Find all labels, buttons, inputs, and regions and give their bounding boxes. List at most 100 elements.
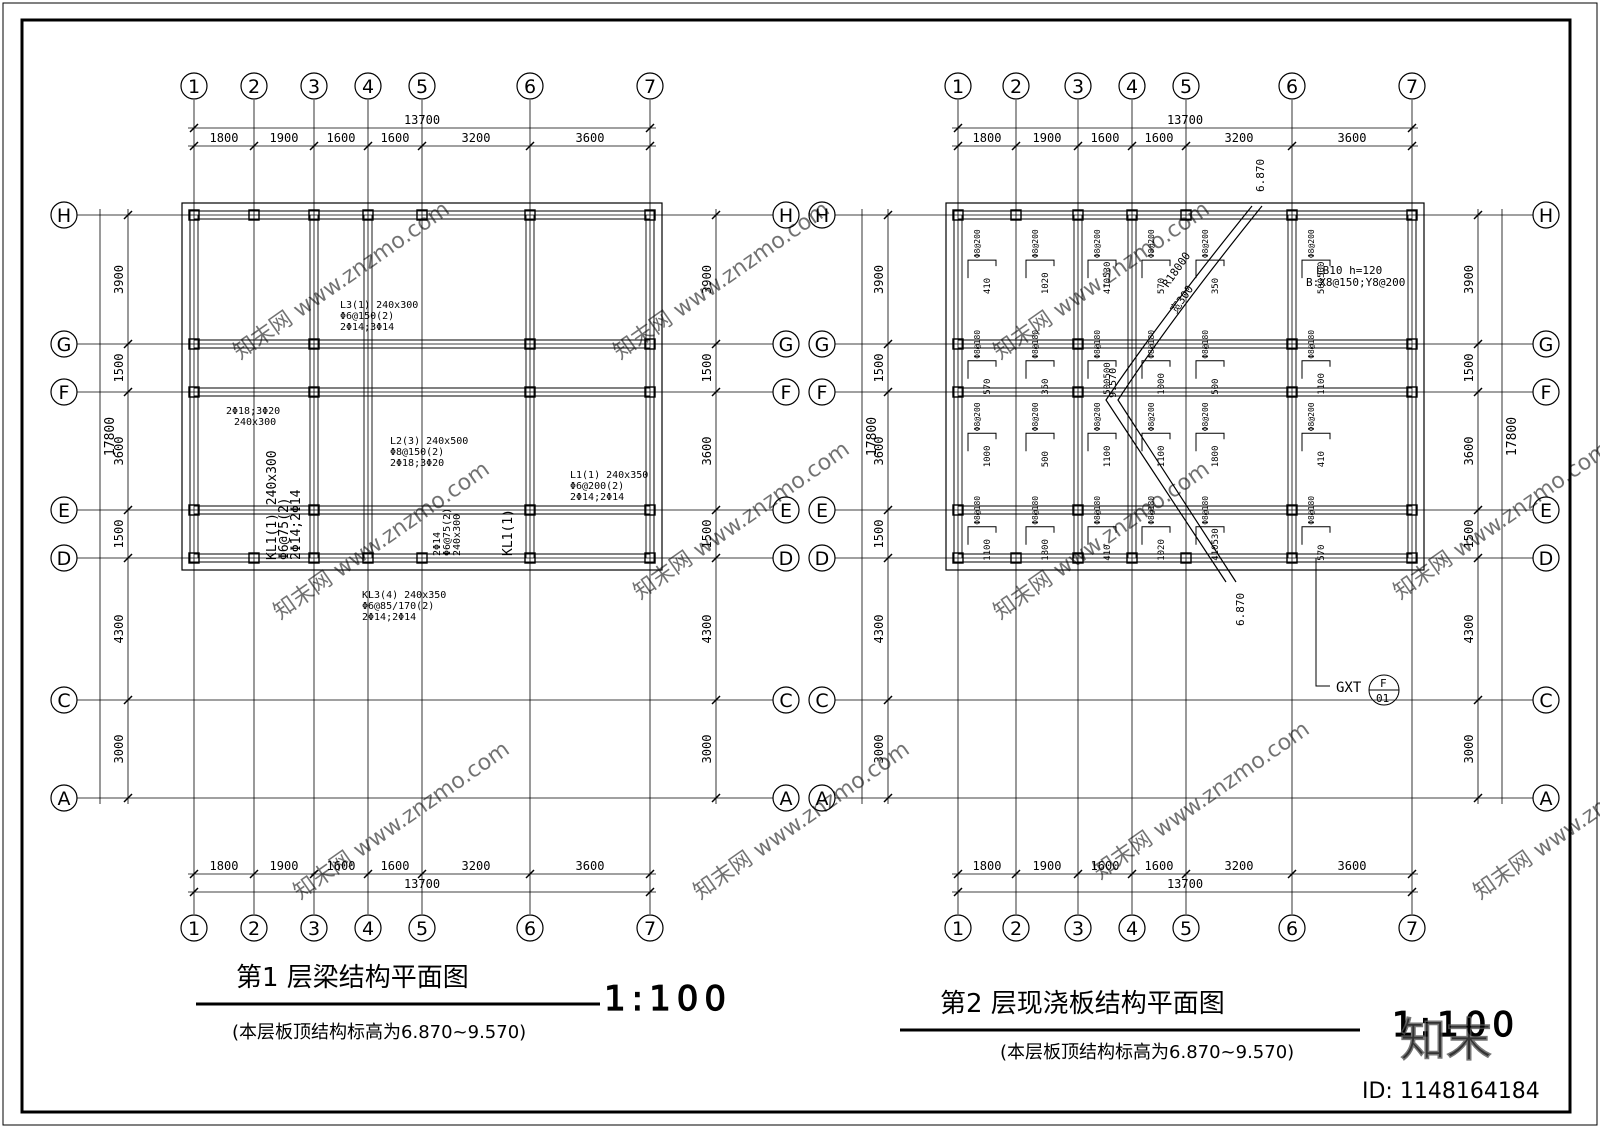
dim-tick	[883, 387, 893, 397]
beam-label-l3-stirrup: Φ6@150(2)	[340, 311, 394, 322]
dim-text-row: 3000	[872, 735, 886, 764]
slab-rebar-label: Φ8@180	[973, 496, 982, 525]
dim-text-bay: 3200	[1225, 131, 1254, 145]
dim-tick	[123, 210, 133, 220]
slab-rebar-length: 1000	[1157, 373, 1167, 395]
slab-rebar-length: 1100	[1157, 446, 1167, 468]
watermark-id: ID: 1148164184	[1362, 1079, 1540, 1104]
dim-tick	[1473, 695, 1483, 705]
slab-rebar-label: Φ8@180	[1147, 330, 1156, 359]
structural-column	[1072, 338, 1084, 350]
level-9570-note: 9.570	[1108, 368, 1119, 398]
beam-label-kl1-stirrup: Φ6@75(2)	[277, 497, 292, 560]
grid-label-row-E: E	[816, 500, 828, 522]
dim-text-row: 4300	[1462, 615, 1476, 644]
grid-label-row-F: F	[59, 382, 70, 404]
dim-tick	[1407, 869, 1417, 879]
slab-rebar-label: Φ8@200	[1031, 402, 1040, 431]
slab-rebar-label: Φ8@180	[1201, 330, 1210, 359]
grid-label-row-F: F	[1541, 382, 1552, 404]
dim-text-row: 1500	[112, 354, 126, 383]
slab-rebar-mark	[1141, 526, 1171, 545]
dim-tick	[883, 553, 893, 563]
slab-rebar-mark	[1141, 432, 1171, 452]
dim-tick	[189, 887, 199, 897]
dim-tick	[711, 210, 721, 220]
slab-rebar-length: 410	[1103, 545, 1113, 561]
dim-text-bay: 1900	[1033, 131, 1062, 145]
grid-label-col-2: 2	[248, 76, 260, 98]
dim-text-row: 4300	[872, 615, 886, 644]
slab-rebar-label: Φ8@180	[1307, 330, 1316, 359]
grid-bubble-col-2	[240, 72, 268, 100]
right-plan-subtitle: (本层板顶结构标高为6.870~9.570)	[1000, 1042, 1294, 1063]
grid-bubble-col-7	[636, 72, 664, 100]
grid-bubble-col-2	[1002, 72, 1030, 100]
dim-text-total: 13700	[1167, 877, 1203, 891]
slab-rebar-mark	[1087, 526, 1117, 545]
beam-label-mid-stirrup: Φ6@75(2)	[442, 508, 453, 556]
dim-text-row: 3900	[1462, 265, 1476, 294]
dim-tick	[525, 869, 535, 879]
beam-label-l3: L3(1) 240x300	[340, 300, 418, 311]
dim-tick	[123, 553, 133, 563]
beam-label-wl-size: 240x300	[234, 417, 276, 428]
dim-text-bay: 3200	[462, 131, 491, 145]
grid-label-row-D: D	[779, 548, 794, 570]
slab-rebar-label: Φ8@180	[1307, 496, 1316, 525]
grid-label-row-A: A	[816, 788, 829, 810]
grid-bubble-col-3	[300, 72, 328, 100]
structural-column	[362, 552, 374, 564]
watermark-site-text: 知末网 www.znzmo.com	[289, 737, 514, 905]
curved-wall-line	[1117, 205, 1263, 583]
dim-tick	[1473, 553, 1483, 563]
dim-text-total: 13700	[1167, 113, 1203, 127]
grid-bubble-col-4	[1118, 914, 1146, 942]
grid-bubble-col-2	[1002, 914, 1030, 942]
dim-text-bay: 1600	[381, 859, 410, 873]
beam-label-l1: L1(1) 240x350	[570, 470, 648, 481]
dim-tick	[645, 869, 655, 879]
slab-rebar-mark	[1301, 360, 1331, 379]
dim-text-bay: 3600	[576, 859, 605, 873]
dim-tick	[1473, 339, 1483, 349]
dim-text-bay: 1800	[973, 131, 1002, 145]
dim-tick	[1127, 869, 1137, 879]
grid-label-row-D: D	[1539, 548, 1554, 570]
dim-tick	[1287, 869, 1297, 879]
structural-column	[308, 338, 320, 350]
dim-tick	[189, 123, 199, 133]
grid-bubble-col-1	[944, 914, 972, 942]
grid-label-col-5: 5	[1180, 918, 1192, 940]
dim-tick	[363, 141, 373, 151]
grid-label-col-7: 7	[644, 76, 656, 98]
dim-tick	[711, 695, 721, 705]
slab-rebar-length: 410530	[1211, 528, 1221, 561]
dim-text-total-depth: 17800	[103, 417, 118, 456]
structural-column	[952, 386, 964, 398]
slab-rebar-mark	[1195, 526, 1225, 545]
slab-rebar-length: 350	[1211, 278, 1221, 294]
beam-label-l3-bars: 2Φ14;3Φ14	[340, 322, 394, 333]
beam-label-kl1: KL1(1) 240x300	[265, 450, 280, 560]
dim-tick	[1407, 123, 1417, 133]
structural-column	[952, 552, 964, 564]
grid-label-row-H: H	[815, 205, 829, 227]
dim-text-row: 4300	[700, 615, 714, 644]
grid-bubble-col-5	[408, 914, 436, 942]
structural-column	[1126, 209, 1138, 221]
slab-rebar-mark	[1141, 360, 1171, 379]
slab-rebar-length: 1100	[1317, 373, 1327, 395]
slab-rebar-length: 410530	[1103, 262, 1113, 295]
grid-label-row-A: A	[1540, 788, 1553, 810]
slab-rebar-label: Φ8@180	[973, 330, 982, 359]
grid-label-col-3: 3	[1072, 918, 1084, 940]
dim-tick	[883, 505, 893, 515]
beam-label-mid-bars: 2Φ14	[432, 532, 443, 556]
slab-rebar-mark	[1195, 432, 1225, 452]
dim-text-row: 3000	[1462, 735, 1476, 764]
structural-column	[308, 386, 320, 398]
slab-rebar-mark	[1301, 526, 1331, 545]
grid-label-col-2: 2	[1010, 918, 1022, 940]
